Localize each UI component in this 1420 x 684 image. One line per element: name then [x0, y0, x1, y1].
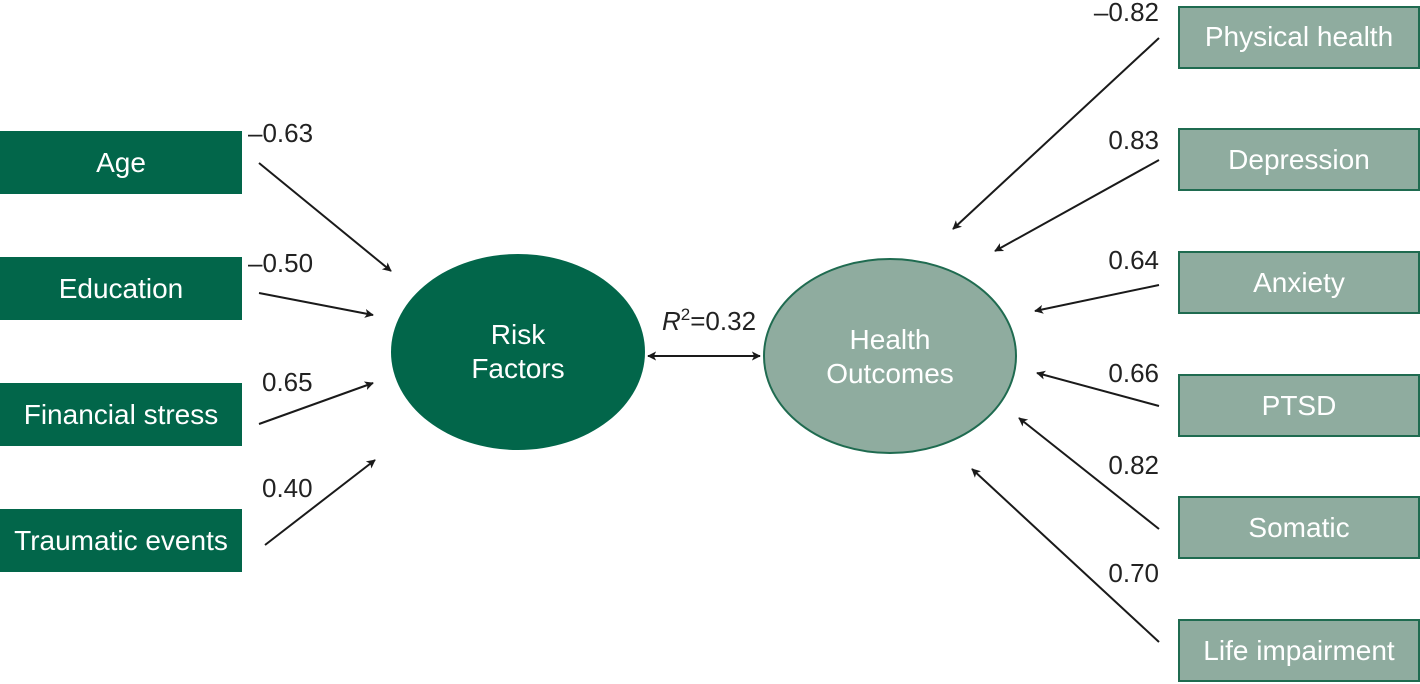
risk-factors-ellipse: Risk Factors: [391, 254, 645, 450]
r-value: =0.32: [690, 306, 756, 336]
indicator-box-physical-health: Physical health: [1178, 6, 1420, 69]
indicator-box-depression: Depression: [1178, 128, 1420, 191]
arrow-ptsd-to-outcomes: [1036, 370, 1160, 407]
risk-factors-label-line1: Risk: [491, 319, 546, 350]
input-box-age: Age: [0, 131, 242, 194]
coef-anxiety: 0.64: [1108, 245, 1159, 275]
r-squared-label: R2=0.32: [662, 305, 756, 336]
indicator-box-somatic: Somatic: [1178, 496, 1420, 559]
input-label-age: Age: [96, 147, 146, 178]
coef-age: –0.63: [248, 118, 313, 148]
coef-traumatic-events: 0.40: [262, 473, 313, 503]
indicator-label-anxiety: Anxiety: [1253, 267, 1345, 298]
risk-factors-label-line2: Factors: [471, 353, 564, 384]
arrow-education-to-risk: [258, 292, 374, 318]
input-label-education: Education: [59, 273, 184, 304]
health-outcomes-label-line1: Health: [850, 324, 931, 355]
coef-depression: 0.83: [1108, 125, 1159, 155]
indicator-label-depression: Depression: [1228, 144, 1370, 175]
arrow-traumatic-events-to-risk: [264, 459, 376, 546]
arrow-financial-stress-to-risk: [258, 381, 374, 425]
input-label-financial-stress: Financial stress: [24, 399, 219, 430]
indicator-box-life-impairment: Life impairment: [1178, 619, 1420, 682]
arrow-anxiety-to-outcomes: [1034, 284, 1160, 314]
indicator-label-ptsd: PTSD: [1262, 390, 1337, 421]
indicator-label-physical-health: Physical health: [1205, 21, 1393, 52]
coef-ptsd: 0.66: [1108, 358, 1159, 388]
arrow-life-impairment-to-outcomes: [971, 468, 1160, 643]
arrow-depression-to-outcomes: [994, 159, 1160, 252]
input-box-traumatic-events: Traumatic events: [0, 509, 242, 572]
indicator-label-life-impairment: Life impairment: [1203, 635, 1395, 666]
health-outcomes-ellipse: Health Outcomes: [763, 258, 1017, 454]
arrow-physical-health-to-outcomes: [952, 37, 1160, 230]
input-box-financial-stress: Financial stress: [0, 383, 242, 446]
indicator-box-anxiety: Anxiety: [1178, 251, 1420, 314]
input-label-traumatic-events: Traumatic events: [14, 525, 228, 556]
indicator-box-ptsd: PTSD: [1178, 374, 1420, 437]
coef-physical-health: –0.82: [1094, 0, 1159, 27]
coef-education: –0.50: [248, 248, 313, 278]
r-symbol: R: [662, 306, 681, 336]
indicator-label-somatic: Somatic: [1248, 512, 1349, 543]
coef-somatic: 0.82: [1108, 450, 1159, 480]
health-outcomes-label-line2: Outcomes: [826, 358, 954, 389]
arrow-somatic-to-outcomes: [1018, 417, 1160, 530]
coef-financial-stress: 0.65: [262, 367, 313, 397]
coef-life-impairment: 0.70: [1108, 558, 1159, 588]
input-box-education: Education: [0, 257, 242, 320]
arrow-age-to-risk: [258, 162, 392, 272]
r-superscript: 2: [681, 305, 690, 324]
